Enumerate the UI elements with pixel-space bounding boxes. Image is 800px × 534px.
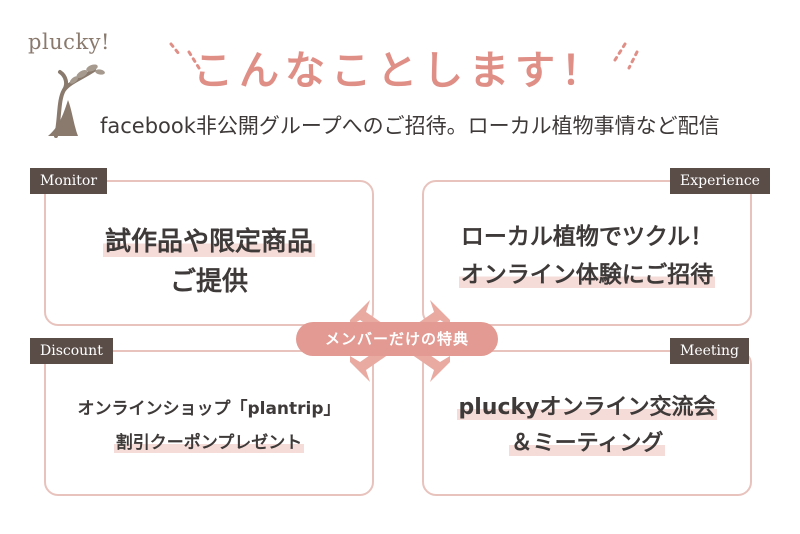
experience-panel xyxy=(422,180,752,326)
monitor-line-2: ご提供 xyxy=(169,267,248,297)
members-benefit-badge: メンバーだけの特典 xyxy=(296,322,498,356)
discount-panel xyxy=(44,350,374,496)
monitor-tag: Monitor xyxy=(30,168,108,194)
experience-text: ローカル植物でツクル！ オンライン体験にご招待 xyxy=(422,218,752,294)
discount-text: オンラインショップ「plantrip」 割引クーポンプレゼント xyxy=(44,392,374,460)
meeting-line-1: pluckyオンライン交流会 xyxy=(456,395,718,420)
right-accent-dashes-icon xyxy=(613,42,639,70)
meeting-line-2: ＆ミーティング xyxy=(508,431,666,456)
experience-tag: Experience xyxy=(670,168,770,194)
monitor-line-1: 試作品や限定商品 xyxy=(102,227,315,257)
experience-line-2: オンライン体験にご招待 xyxy=(458,262,716,288)
meeting-tag: Meeting xyxy=(670,338,749,364)
discount-tag: Discount xyxy=(30,338,113,364)
experience-line-1: ローカル植物でツクル！ xyxy=(460,224,714,250)
page-heading: こんなことします！ xyxy=(193,48,607,94)
tree-logo-icon xyxy=(48,64,105,138)
meeting-panel xyxy=(422,350,752,496)
discount-line-2: 割引クーポンプレゼント xyxy=(113,433,305,453)
discount-line-1: オンラインショップ「plantrip」 xyxy=(77,399,341,419)
meeting-text: pluckyオンライン交流会 ＆ミーティング xyxy=(422,390,752,462)
brand-logo-text: plucky! xyxy=(28,30,110,54)
monitor-text: 試作品や限定商品 ご提供 xyxy=(44,222,374,302)
subtitle: facebook非公開グループへのご招待。ローカル植物事情など配信 xyxy=(100,114,720,138)
left-accent-dashes-icon xyxy=(169,42,201,70)
